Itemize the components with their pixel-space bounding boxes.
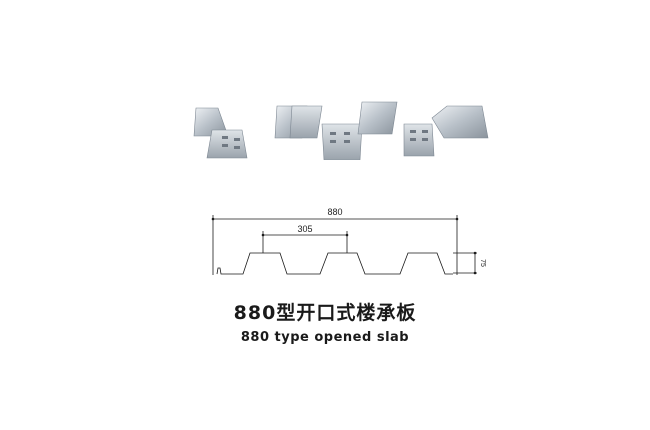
cross-section-drawing: 880 305 75 <box>211 207 486 275</box>
steel-deck-photo <box>193 101 489 160</box>
rib-pitch-label: 305 <box>297 224 312 234</box>
product-title-english: 880 type opened slab <box>240 330 410 345</box>
product-title-chinese: 880型开口式楼承板 <box>233 302 417 324</box>
rib-height-label: 75 <box>479 259 486 267</box>
overall-width-label: 880 <box>327 207 342 217</box>
